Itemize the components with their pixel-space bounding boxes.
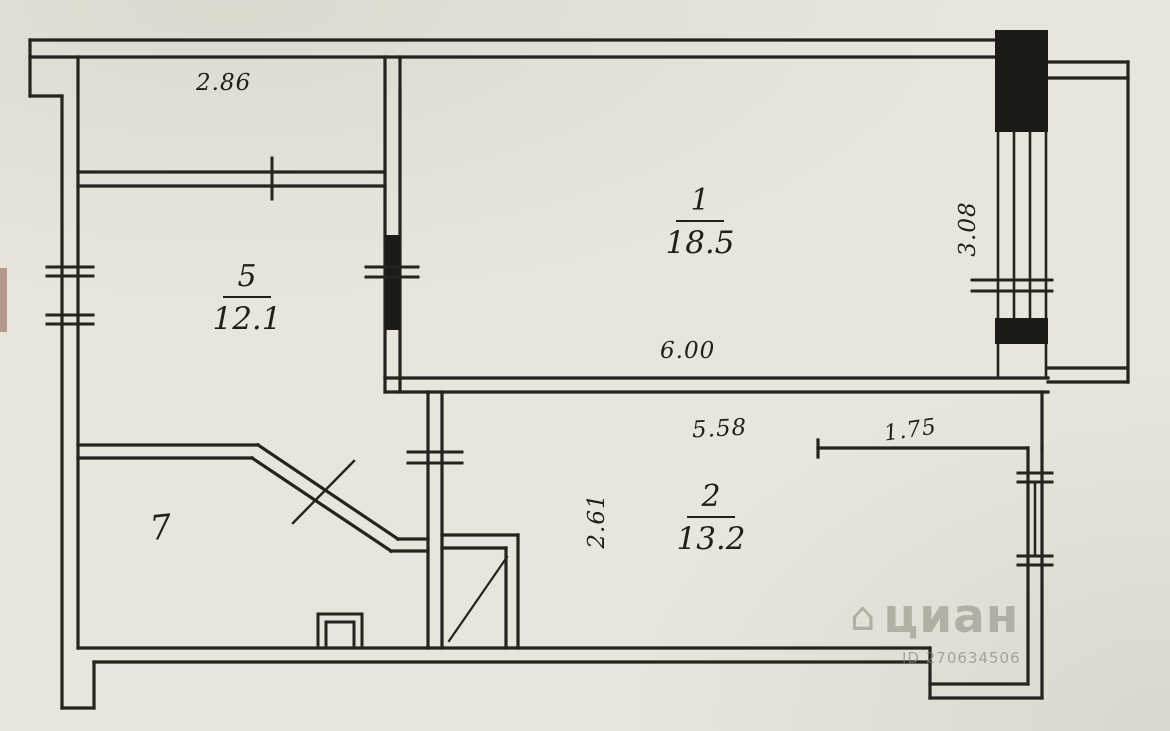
cian-watermark: ⌂ циан [850,593,1019,640]
balcony [1046,60,1130,384]
room-7-number: 7 [147,506,174,550]
scan-smudge [0,268,7,332]
room1-walls [364,55,1050,394]
room-1-number: 1 [676,186,724,222]
room5-walls [76,156,387,460]
door-swing-mark [447,555,509,643]
dimension-room2-width: 5.58 [691,414,748,444]
bathroom [440,533,520,650]
left-wall-windows [45,265,95,326]
room-5-number: 5 [223,262,271,298]
room2-left-wall [406,390,464,650]
room-5-area: 12.1 [212,301,282,337]
right-wall-window [1016,471,1054,567]
room-5-label: 5 12.1 [187,262,307,337]
niche-ledge [816,438,1030,459]
room-2-label: 2 13.2 [651,482,771,557]
door-swing-mark [291,459,356,525]
watermark-brand: циан [883,589,1020,644]
room-1-label: 1 18.5 [640,186,760,261]
right-window-column [970,30,1054,380]
dimension-room2-height: 2.61 [584,493,610,549]
watermark-id: ID 270634506 [902,649,1021,667]
room-1-area: 18.5 [665,225,735,261]
room-2-area: 13.2 [676,521,746,557]
dimension-room1-width: 6.00 [660,338,716,364]
vent-shaft [316,612,364,650]
dimension-right-height: 3.08 [955,201,981,257]
house-icon: ⌂ [850,593,876,640]
corridor-diagonal-wall [249,442,430,554]
room-2-number: 2 [687,482,735,518]
dimension-top-width: 2.86 [196,70,252,96]
